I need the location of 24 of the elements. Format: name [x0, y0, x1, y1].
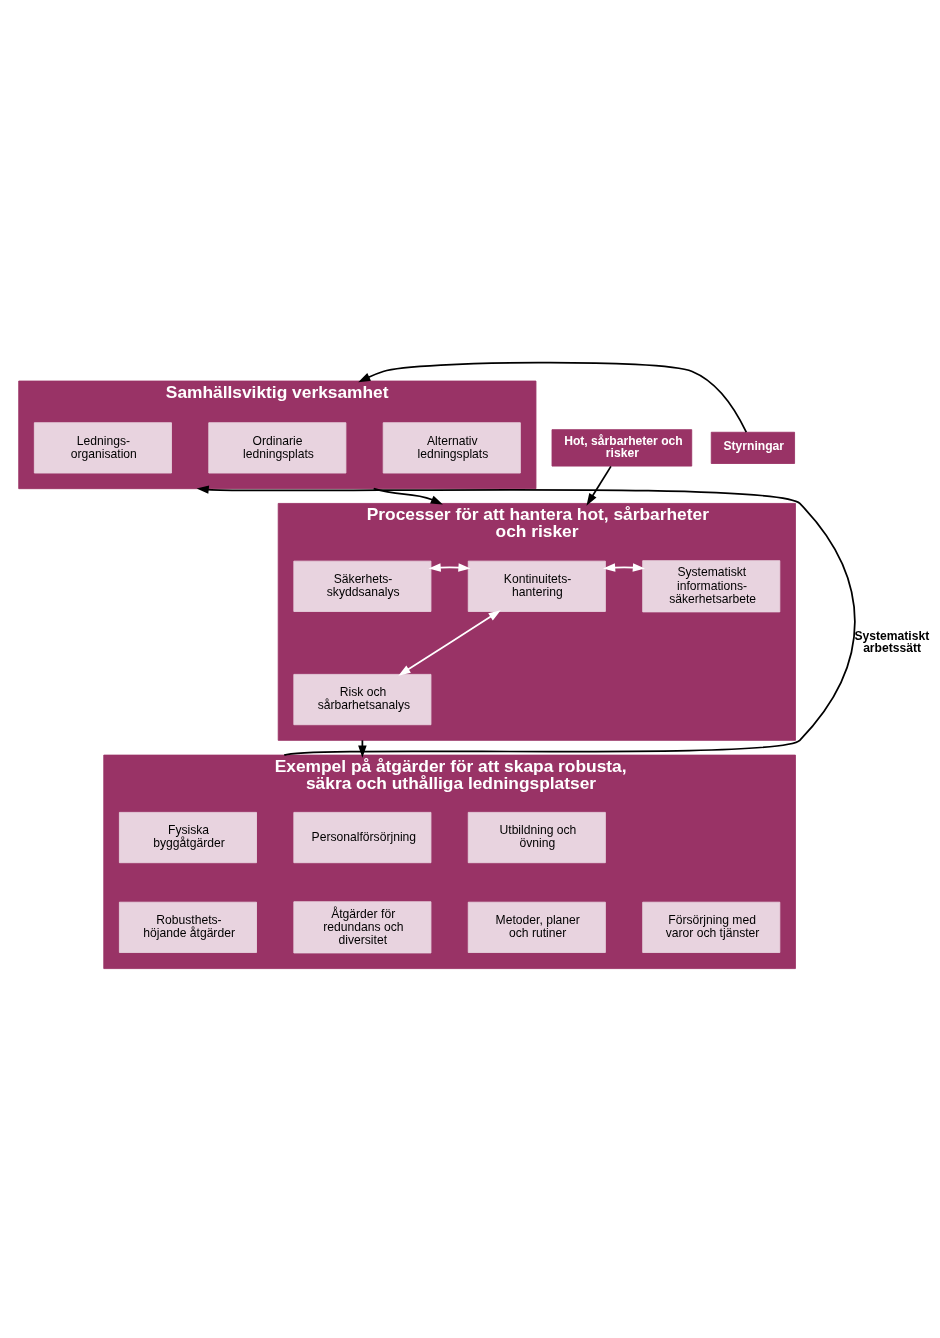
arrow	[358, 361, 748, 434]
arrow	[372, 487, 443, 505]
node-box: Styrningar	[710, 431, 795, 464]
node-box: Hot, sårbarheter och risker	[551, 429, 693, 467]
node-box: Personalförsörjning	[293, 811, 432, 864]
node-box: Metoder, planer och rutiner	[467, 901, 606, 953]
arrow	[586, 465, 612, 506]
arrow	[603, 563, 645, 572]
node-box: Ordinarie ledningsplats	[208, 422, 347, 474]
node-box: Lednings- organisation	[33, 422, 172, 474]
node-box: Risk och sårbarhetsanalys	[293, 673, 432, 726]
node-box: Systematiskt informations- säkerhetsarbete	[642, 560, 781, 613]
arrow	[398, 610, 501, 676]
node-box: Kontinuitets- hantering	[467, 560, 606, 612]
node-box: Säkerhets- skyddsanalys	[293, 560, 432, 612]
node-box: Fysiska byggåtgärder	[118, 811, 257, 864]
node-box: Utbildning och övning	[467, 811, 606, 864]
node-box: Försörjning med varor och tjänster	[642, 901, 781, 953]
node-box: Alternativ ledningsplats	[382, 422, 521, 474]
arrow	[428, 563, 471, 572]
edge-label: Systematiskt arbetssätt	[854, 628, 930, 655]
arrow	[196, 485, 856, 756]
node-box: Robusthets- höjande åtgärder	[118, 901, 257, 953]
node-box: Åtgärder för redundans och diversitet	[293, 901, 432, 954]
